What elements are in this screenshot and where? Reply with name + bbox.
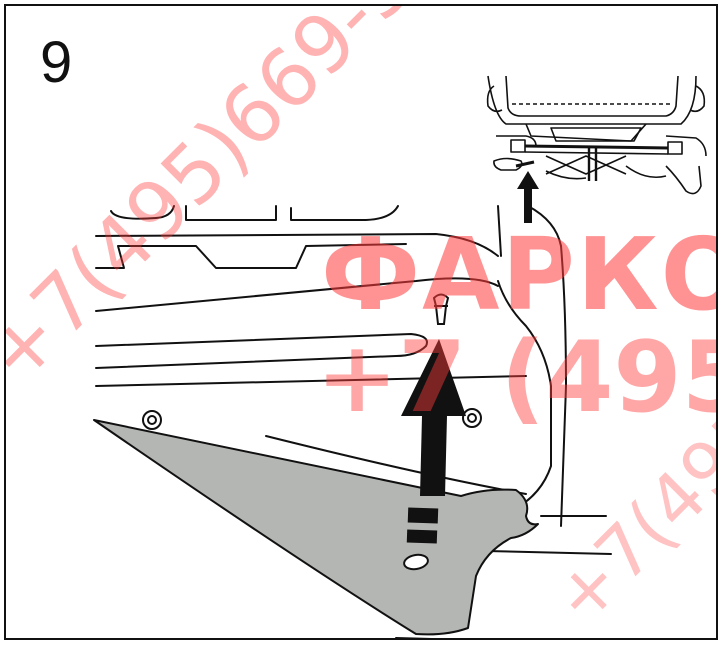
underbody-panel	[93, 419, 539, 636]
panel-slot	[403, 553, 429, 571]
plastic-clip	[432, 293, 450, 325]
mounting-holes	[142, 408, 482, 430]
inset-arrow-icon	[517, 171, 539, 223]
watermark-phone: +7 (495) 669	[316, 321, 716, 435]
instruction-frame: 9 ФАРКОП +7 (495) 669 +7(495)669-38-36 +…	[4, 4, 718, 640]
watermark-brand: ФАРКОП	[321, 216, 716, 333]
installation-drawing	[93, 75, 707, 638]
step-number: 9	[40, 30, 73, 95]
install-arrow-icon	[401, 339, 466, 544]
vehicle-overview-inset	[486, 75, 707, 195]
